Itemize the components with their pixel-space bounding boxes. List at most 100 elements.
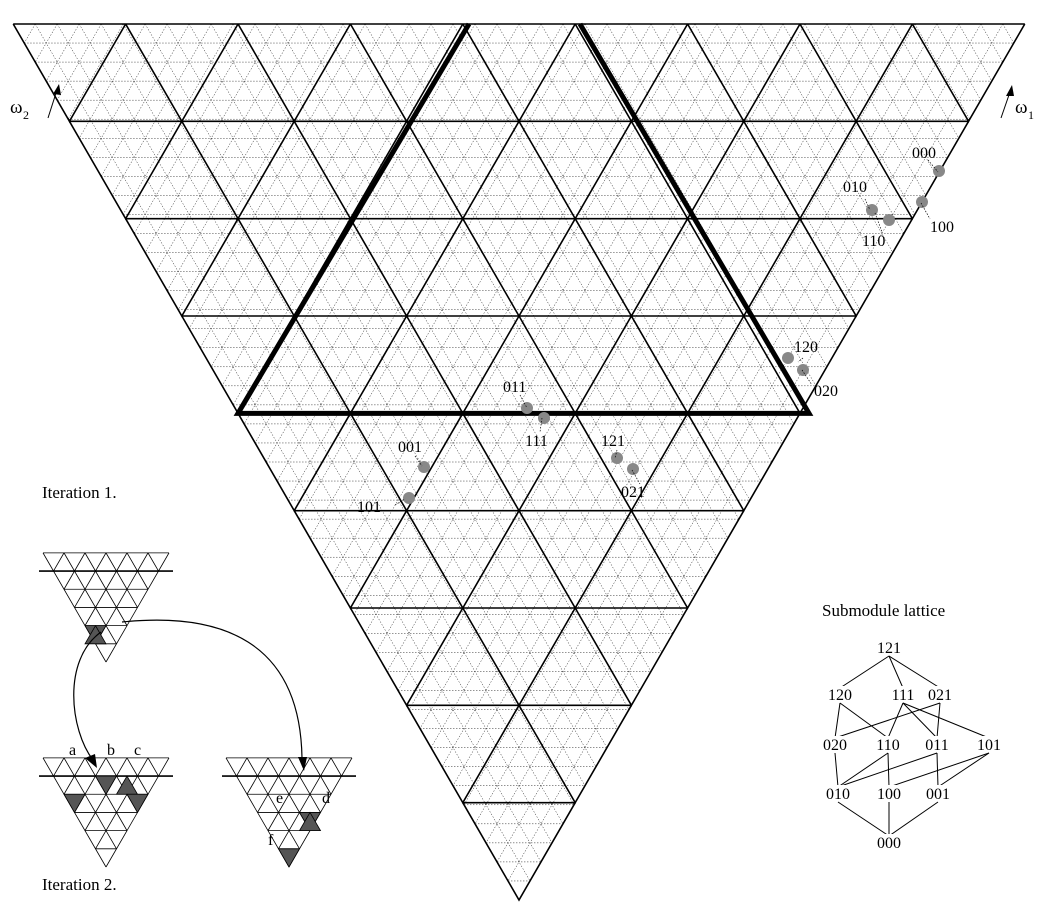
dotted-grid-line	[210, 23, 619, 729]
small-grid-line	[63, 552, 117, 645]
alcove-triangle	[349, 23, 464, 123]
small-grid-line	[53, 552, 65, 572]
shaded-cell	[94, 775, 118, 796]
lattice-node-bg	[874, 834, 904, 850]
weight-label-111: 111	[525, 433, 548, 450]
dotted-grid-line	[419, 23, 828, 729]
arrowhead-left	[85, 754, 97, 768]
lattice-edge-021-011	[936, 702, 941, 739]
lattice-node-001: 001	[926, 786, 950, 803]
dotted-grid-line	[397, 23, 784, 691]
alcove-triangle	[630, 510, 745, 610]
small-grid-line	[147, 552, 159, 572]
dotted-grid-line	[254, 23, 498, 444]
small-grid-line	[278, 757, 332, 850]
small-grid-line	[74, 552, 107, 608]
alcove-triangle	[799, 218, 914, 318]
dotted-grid-line	[936, 23, 981, 101]
lattice-node-021: 021	[928, 687, 952, 704]
omega2-symbol: ω	[10, 97, 23, 118]
iteration-1-caption: Iteration 1.	[42, 483, 117, 502]
arrowhead-right	[298, 757, 307, 771]
lattice-node-000: 000	[877, 835, 901, 852]
lattice-edge-020-010	[834, 752, 839, 788]
lattice-node-bg	[923, 785, 953, 801]
thick-fundamental-triangle	[233, 22, 814, 416]
weight-point-121	[611, 452, 623, 464]
shaded-cell	[84, 624, 107, 645]
alcove-triangle	[405, 704, 520, 805]
alcove-triangle	[405, 510, 520, 610]
dotted-grid-line	[430, 23, 729, 539]
dotted-grid-line	[57, 23, 102, 101]
weight-points	[403, 165, 945, 504]
dotted-grid-line	[24, 23, 36, 44]
omega2-subscript: 2	[23, 108, 29, 122]
dotted-grid-line	[144, 23, 278, 253]
weight-label-010: 010	[843, 179, 867, 196]
arrow-to-right	[121, 619, 303, 759]
thick-triangle-outline	[233, 22, 814, 416]
dotted-grid-line	[265, 23, 520, 463]
lattice-node-bg	[874, 639, 904, 655]
weight-label-100: 100	[930, 219, 954, 236]
alcove-triangle	[405, 120, 520, 221]
dotted-grid-line	[221, 23, 432, 386]
fine-dotted-grid	[13, 23, 1025, 901]
dotted-grid-line	[122, 23, 234, 215]
alcove-triangle	[518, 510, 633, 610]
dotted-grid-line	[408, 23, 718, 558]
weight-point-100	[916, 196, 928, 208]
dotted-grid-line	[441, 23, 872, 767]
alcove-triangle	[462, 802, 576, 902]
lattice-edge-101-001	[937, 752, 990, 788]
lattice-node-bg	[825, 686, 855, 702]
dotted-grid-line	[1002, 23, 1014, 44]
iteration-2-right-diagram	[222, 757, 356, 868]
dotted-grid-line	[738, 23, 883, 272]
lattice-node-111: 111	[892, 687, 915, 704]
weight-label-101: 101	[357, 499, 381, 516]
dotted-grid-line	[133, 23, 256, 234]
alcove-triangle	[181, 315, 295, 415]
dotted-grid-line	[46, 23, 80, 82]
dotted-grid-line	[848, 23, 937, 177]
main-triangular-lattice	[12, 22, 1026, 902]
dotted-grid-line	[79, 23, 553, 843]
dotted-grid-line	[342, 23, 685, 615]
alcove-triangle	[181, 120, 295, 221]
alcove-triangle	[518, 315, 633, 415]
lattice-node-010: 010	[826, 786, 850, 803]
lattice-edge-010-000	[837, 801, 890, 837]
lattice-edge-121-111	[888, 655, 904, 689]
dotted-grid-line	[892, 23, 959, 139]
alcove-triangle	[405, 315, 520, 415]
dotted-grid-line	[177, 23, 344, 310]
lattice-edge-110-010	[837, 752, 889, 788]
alcove-triangle	[911, 23, 1026, 123]
dotted-grid-line	[155, 23, 300, 272]
dotted-grid-line	[958, 23, 992, 82]
weight-label-001: 001	[398, 439, 422, 456]
lattice-edge-001-000	[888, 801, 939, 837]
small-grid-line	[53, 757, 65, 777]
dotted-grid-line	[166, 23, 322, 291]
lattice-node-bg	[925, 686, 955, 702]
weight-point-101	[403, 492, 415, 504]
small-grid-line	[288, 757, 321, 813]
dotted-grid-line	[276, 23, 542, 482]
alcove-triangle	[68, 120, 183, 221]
lattice-node-011: 011	[925, 737, 948, 754]
weight-label-020: 020	[814, 383, 838, 400]
shaded-cell	[277, 848, 301, 868]
small-grid-line	[257, 757, 290, 813]
weight-label-000: 000	[912, 145, 936, 162]
alcove-triangle	[349, 218, 464, 318]
alcove-triangle	[518, 704, 633, 805]
dotted-grid-line	[298, 23, 663, 653]
lattice-edge-120-020	[834, 702, 841, 739]
lattice-node-bg	[873, 736, 903, 752]
dotted-grid-line	[243, 23, 476, 425]
lattice-edge-011-010	[837, 752, 938, 788]
